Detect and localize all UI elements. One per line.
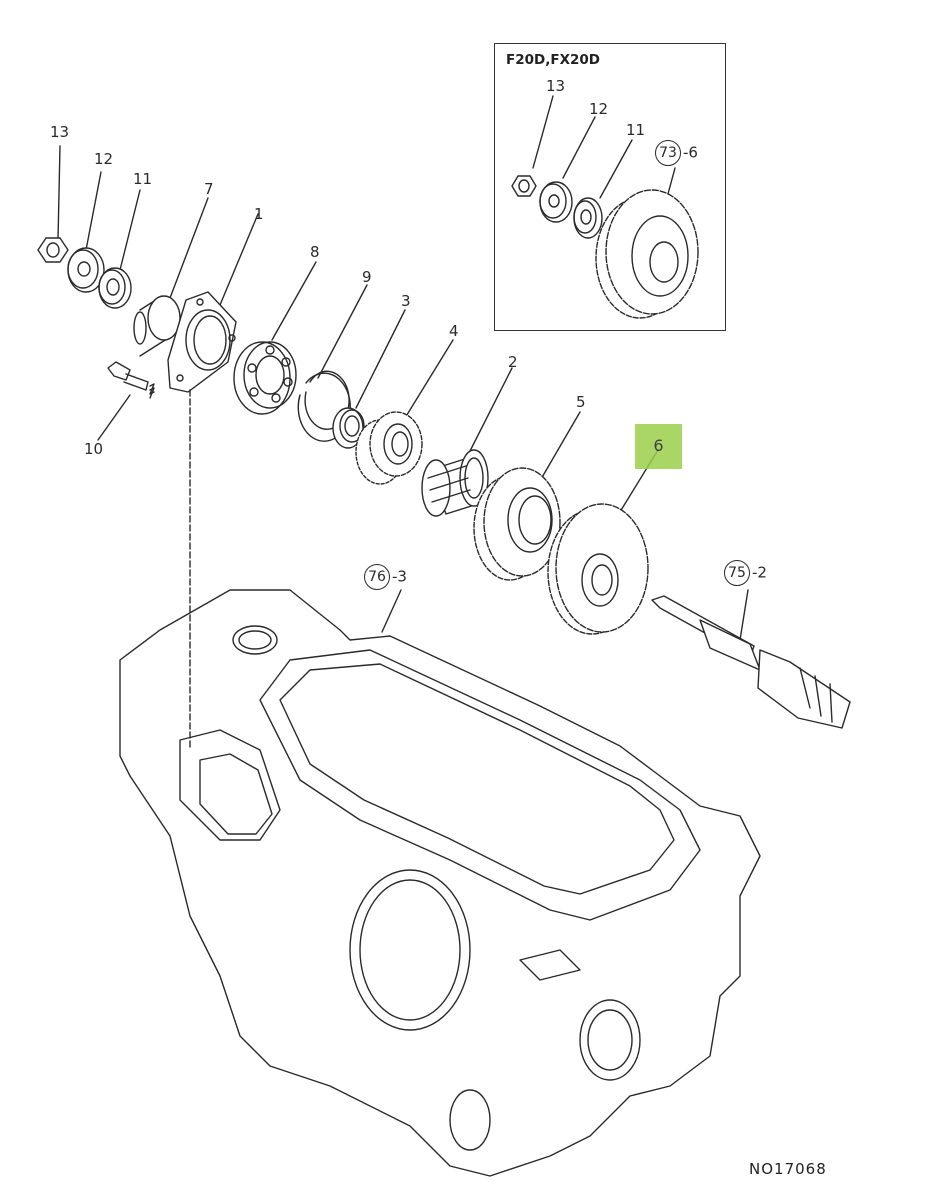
callout-3: 3	[401, 292, 411, 310]
callout-2: 2	[508, 353, 518, 371]
inset-callout-11: 11	[626, 121, 646, 139]
inset-title: F20D,FX20D	[506, 52, 600, 68]
callout-9: 9	[362, 268, 372, 286]
washer-11	[98, 267, 132, 309]
callout-8: 8	[310, 243, 320, 261]
callout-12: 12	[94, 150, 114, 168]
callout-5: 5	[576, 393, 586, 411]
gear-5	[473, 467, 561, 581]
washer-12	[67, 247, 105, 293]
spacer-3	[332, 407, 365, 449]
highlight-label: 6	[653, 436, 664, 455]
bolt-10	[107, 361, 155, 395]
ref-73-number: 73	[655, 140, 681, 166]
inset-callout-13: 13	[546, 77, 566, 95]
inset-nut-13	[511, 175, 537, 197]
ref-76-suffix: -3	[392, 567, 407, 586]
nut-13	[37, 237, 69, 263]
ref-76-number: 76	[364, 564, 390, 590]
drawing-number: NO17068	[749, 1160, 827, 1178]
pinion-shaft	[651, 595, 851, 729]
gear-4	[355, 411, 423, 485]
ball-bearing-8	[233, 341, 297, 415]
ref-75-2: 75-2	[724, 560, 767, 586]
variant-inset-box	[494, 43, 726, 331]
bearing-holder-1	[167, 291, 237, 393]
callout-4: 4	[449, 322, 459, 340]
collar-7	[133, 295, 181, 357]
ref-75-suffix: -2	[752, 563, 767, 582]
inset-gear-73-6	[595, 189, 699, 319]
needle-bearing-2	[421, 449, 489, 517]
ref-75-number: 75	[724, 560, 750, 586]
ref-73-6: 73-6	[655, 140, 698, 166]
callout-1: 1	[254, 205, 264, 223]
ref-76-3: 76-3	[364, 564, 407, 590]
highlighted-callout-6[interactable]: 6	[635, 424, 682, 469]
inset-washer-11	[573, 197, 603, 239]
callout-10: 10	[84, 440, 104, 458]
callout-7: 7	[204, 180, 214, 198]
gear-6	[547, 503, 649, 635]
transmission-case	[119, 387, 761, 1177]
callout-11: 11	[133, 170, 153, 188]
inset-callout-12: 12	[589, 100, 609, 118]
inset-washer-12	[539, 181, 573, 223]
callout-13: 13	[50, 123, 70, 141]
ref-73-suffix: -6	[683, 143, 698, 162]
